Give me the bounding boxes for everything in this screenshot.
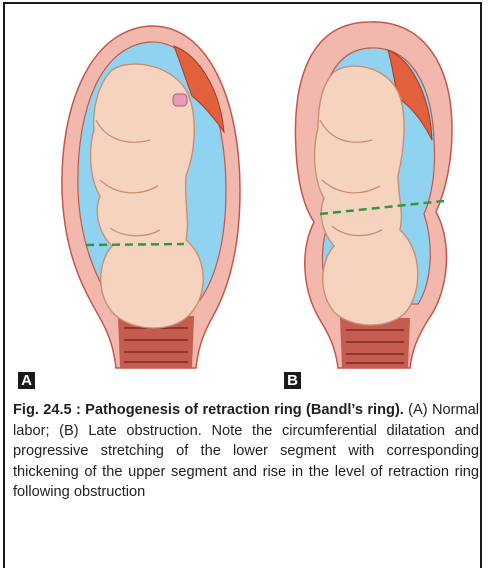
panel-b-illustration — [295, 22, 452, 368]
panel-label-b: B — [284, 372, 301, 389]
panel-a-illustration — [62, 26, 240, 368]
caption-title: Fig. 24.5 : Pathogenesis of retraction r… — [13, 402, 404, 418]
panel-label-a: A — [18, 372, 35, 389]
figure-caption: Fig. 24.5 : Pathogenesis of retraction r… — [13, 400, 479, 503]
uterus-illustration — [0, 0, 488, 395]
